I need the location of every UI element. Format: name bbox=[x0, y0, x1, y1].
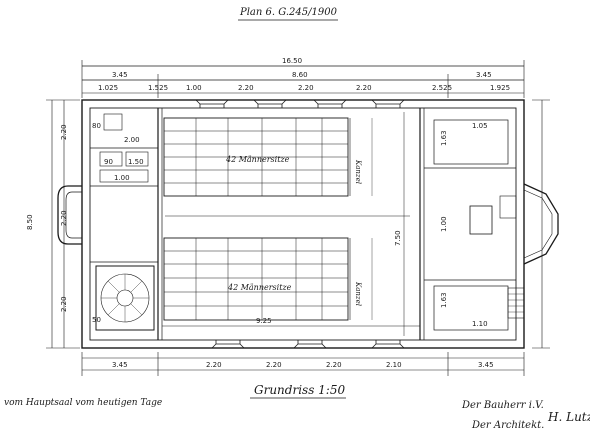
dim-overall-width: 16.50 bbox=[282, 57, 302, 65]
dim-top-right-2: 1.925 bbox=[490, 84, 510, 92]
seats-lower-label: 42 Männersitze bbox=[227, 283, 292, 292]
dim-bay: 2.20 bbox=[238, 84, 254, 92]
dim-right-2: 1.63 bbox=[440, 130, 448, 146]
dim-bottom-left: 3.45 bbox=[112, 361, 128, 369]
dim-small-150: 1.50 bbox=[128, 158, 144, 166]
dim-bottom-bay-3: 2.20 bbox=[326, 361, 342, 369]
dim-bottom-bay-2: 2.20 bbox=[266, 361, 282, 369]
kanzel-lower-label: Kanzel bbox=[354, 281, 362, 306]
caption-left: vom Hauptsaal vom heutigen Tage bbox=[4, 398, 163, 408]
plan-number: Plan 6. G.245/1900 bbox=[240, 7, 337, 18]
dim-side-left-mid: 2.20 bbox=[60, 210, 68, 226]
dim-middle-block: 8.60 bbox=[292, 71, 308, 79]
dim-top-left-2: 1.525 bbox=[148, 84, 168, 92]
dim-top-left-1: 1.025 bbox=[98, 84, 118, 92]
seats-upper-label: 42 Männersitze bbox=[225, 155, 290, 164]
dim-side-left-bottom: 2.20 bbox=[60, 296, 68, 312]
dim-right-3: 1.63 bbox=[440, 292, 448, 308]
dim-top-left-3: 1.00 bbox=[186, 84, 202, 92]
dim-overall-depth: 8.50 bbox=[26, 214, 34, 230]
dim-small-80: 80 bbox=[92, 122, 101, 130]
builder-label: Der Bauherr i.V. bbox=[462, 400, 544, 411]
dim-right-1: 1.00 bbox=[440, 216, 448, 232]
kanzel-upper-label: Kanzel bbox=[354, 159, 362, 184]
drawing-title: Grundriss 1:50 bbox=[254, 383, 346, 397]
dim-small-100: 1.00 bbox=[114, 174, 130, 182]
dim-bottom-bay-1: 2.20 bbox=[206, 361, 222, 369]
dim-side-left-top: 2.20 bbox=[60, 124, 68, 140]
dim-small-50: 50 bbox=[92, 316, 101, 324]
dim-top-right-1: 2.525 bbox=[432, 84, 452, 92]
dim-small-200: 2.00 bbox=[124, 136, 140, 144]
dim-hall-depth: 7.50 bbox=[394, 230, 402, 246]
architect-label: Der Architekt. bbox=[472, 420, 545, 431]
dim-right-block: 3.45 bbox=[476, 71, 492, 79]
dim-hall-inner: 9.25 bbox=[256, 317, 272, 325]
dim-left-block: 3.45 bbox=[112, 71, 128, 79]
dim-bay-2: 2.20 bbox=[298, 84, 314, 92]
dim-small-90: 90 bbox=[104, 158, 113, 166]
dim-bottom-bay-end: 2.10 bbox=[386, 361, 402, 369]
dim-small-110: 1.10 bbox=[472, 320, 488, 328]
signature: H. Lutz. bbox=[548, 410, 590, 424]
dim-bottom-right: 3.45 bbox=[478, 361, 494, 369]
dim-small-105: 1.05 bbox=[472, 122, 488, 130]
dim-bay-3: 2.20 bbox=[356, 84, 372, 92]
